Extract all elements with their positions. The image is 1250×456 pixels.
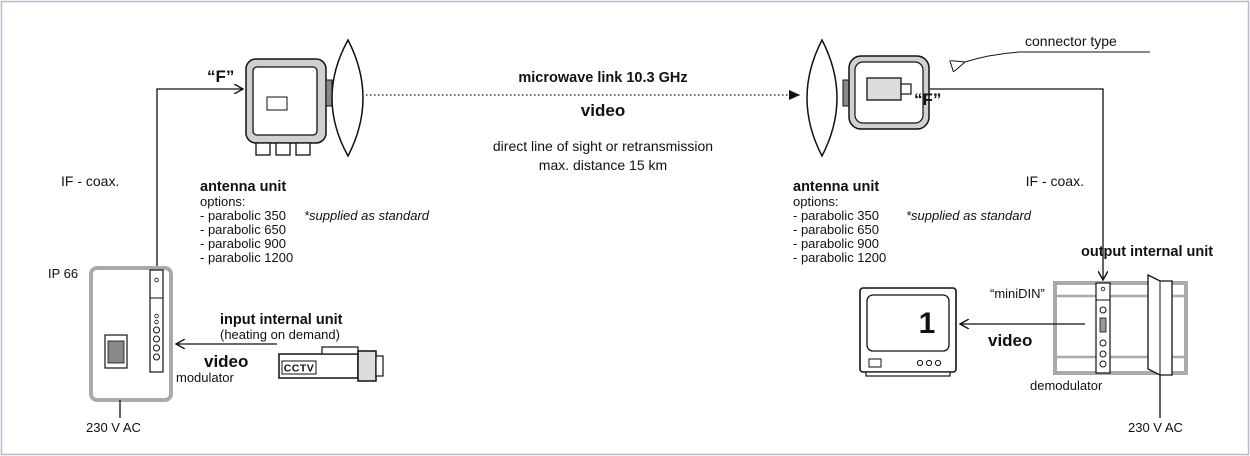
left-antenna-port-3	[295, 142, 311, 156]
monitor-channel-number: 1	[919, 307, 936, 340]
right-antenna-standard-note: *supplied as standard	[906, 208, 1032, 223]
demodulator-label: demodulator	[1030, 378, 1103, 393]
microwave-link-title: microwave link 10.3 GHz	[518, 70, 687, 86]
left-if-coax-label: IF - coax.	[61, 173, 119, 189]
link-description-line-2: max. distance 15 km	[539, 157, 667, 173]
left-antenna-standard-note: *supplied as standard	[304, 208, 430, 223]
right-antenna-title: antenna unit	[793, 179, 879, 195]
left-parabolic-dish-icon	[331, 38, 364, 158]
input-power-label: 230 V AC	[86, 420, 141, 435]
left-antenna-option-2: - parabolic 650	[200, 222, 286, 237]
camera-lens-cap	[375, 355, 384, 377]
monitor-stand	[865, 371, 951, 377]
right-antenna-option-3: - parabolic 900	[793, 236, 879, 251]
left-antenna-window	[266, 96, 288, 111]
left-antenna-title: antenna unit	[200, 179, 286, 195]
right-if-coax-label: IF - coax.	[1026, 173, 1084, 189]
modulator-connector-3	[153, 344, 160, 352]
monitor-screen	[866, 294, 950, 352]
modulator-led-2	[154, 313, 159, 319]
right-antenna-connector	[900, 83, 912, 95]
right-antenna-option-4: - parabolic 1200	[793, 250, 886, 265]
right-antenna-unit	[806, 38, 930, 158]
left-antenna-port-1	[255, 142, 271, 156]
monitor-knob-1	[916, 359, 924, 367]
demodulator-connector-4	[1099, 360, 1107, 368]
left-connector-type: “F”	[207, 67, 234, 86]
power-supply-window	[107, 340, 125, 364]
output-power-label: 230 V AC	[1128, 420, 1183, 435]
minidin-label: “miniDIN”	[990, 286, 1045, 301]
monitor-button	[868, 358, 882, 368]
left-antenna-unit	[245, 38, 364, 158]
video-monitor: 1	[859, 287, 957, 377]
right-antenna-options-label: options:	[793, 194, 839, 209]
camera-label: CCTV	[284, 363, 315, 375]
right-antenna-option-2: - parabolic 650	[793, 222, 879, 237]
right-parabolic-dish-icon	[806, 38, 838, 158]
cctv-camera: CCTV	[278, 346, 384, 382]
camera-top-bar	[321, 346, 359, 355]
left-antenna-option-1: - parabolic 350	[200, 208, 286, 223]
demodulator-connector-2	[1099, 339, 1107, 347]
link-signal-label: video	[581, 101, 625, 120]
right-connector-type: “F”	[914, 90, 941, 109]
demodulator-led-1	[1100, 286, 1106, 292]
modulator-led-1	[154, 277, 159, 283]
camera-label-plate	[281, 360, 317, 375]
left-if-coax-cable	[156, 89, 243, 268]
link-description-line-1: direct line of sight or retransmission	[493, 138, 713, 154]
output-video-label: video	[988, 331, 1032, 350]
camera-lens	[357, 350, 377, 382]
output-unit-title: output internal unit	[1081, 244, 1213, 260]
left-antenna-option-3: - parabolic 900	[200, 236, 286, 251]
left-antenna-option-4: - parabolic 1200	[200, 250, 293, 265]
demodulator-connector-1	[1099, 306, 1107, 314]
right-if-coax-cable	[930, 88, 1103, 280]
input-video-label: video	[204, 352, 248, 371]
right-antenna-text: antenna unit options: - parabolic 350 *s…	[793, 179, 1032, 265]
modulator-connector-4	[153, 353, 160, 361]
right-antenna-option-1: - parabolic 350	[793, 208, 879, 223]
right-antenna-mount	[842, 79, 850, 107]
monitor-knob-3	[934, 359, 942, 367]
left-antenna-text: antenna unit options: - parabolic 350 *s…	[200, 179, 430, 265]
modulator-connector-1	[153, 326, 160, 334]
monitor-knob-2	[925, 359, 933, 367]
input-unit-title: input internal unit	[220, 312, 343, 328]
right-antenna-converter	[866, 77, 902, 101]
connector-type-label: connector type	[1025, 33, 1117, 49]
demodulator-connector-3	[1099, 350, 1107, 358]
input-internal-unit: IP 66 230 V AC modulator input internal …	[48, 266, 343, 435]
ip-rating-label: IP 66	[48, 266, 78, 281]
left-antenna-mount	[325, 79, 333, 107]
left-antenna-housing	[252, 66, 318, 136]
modulator-led-3	[154, 319, 159, 325]
output-rack-frame	[1053, 281, 1188, 375]
connector-type-pointer	[965, 51, 1021, 62]
output-internal-unit: output internal unit “miniDIN” demodulat…	[990, 244, 1213, 435]
input-unit-note: (heating on demand)	[220, 327, 340, 342]
modulator-label: modulator	[176, 370, 234, 385]
demodulator-switch	[1099, 317, 1107, 333]
modulator-connector-2	[153, 335, 160, 343]
left-antenna-options-label: options:	[200, 194, 246, 209]
left-antenna-port-2	[275, 142, 291, 156]
